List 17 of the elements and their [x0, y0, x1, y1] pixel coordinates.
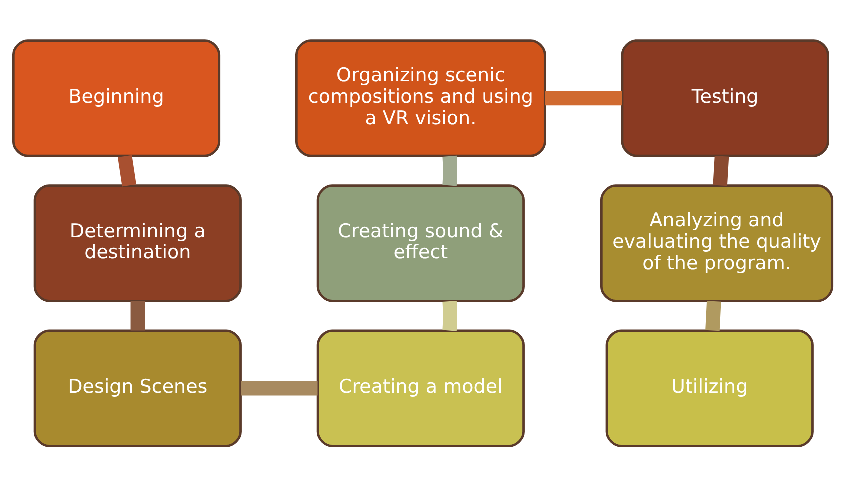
node-box: Utilizing — [606, 329, 814, 447]
connector — [706, 300, 722, 331]
node-box: Creating a model — [316, 329, 525, 447]
node-box: Analyzing and evaluating the quality of the program. — [600, 184, 834, 302]
connector — [713, 156, 730, 186]
node-box: Design Scenes — [34, 329, 242, 447]
connector — [118, 154, 136, 186]
node-box: Creating sound & effect — [316, 184, 525, 302]
connector — [545, 90, 622, 106]
node-box: Testing — [621, 39, 830, 157]
node-box: Beginning — [12, 39, 221, 157]
connector — [442, 155, 458, 186]
node-box: Organizing scenic compositions and using a VR vision. — [295, 39, 546, 157]
connector — [241, 380, 318, 396]
connector — [442, 300, 458, 331]
connector — [130, 301, 146, 330]
node-box: Determining a destination — [34, 184, 242, 302]
